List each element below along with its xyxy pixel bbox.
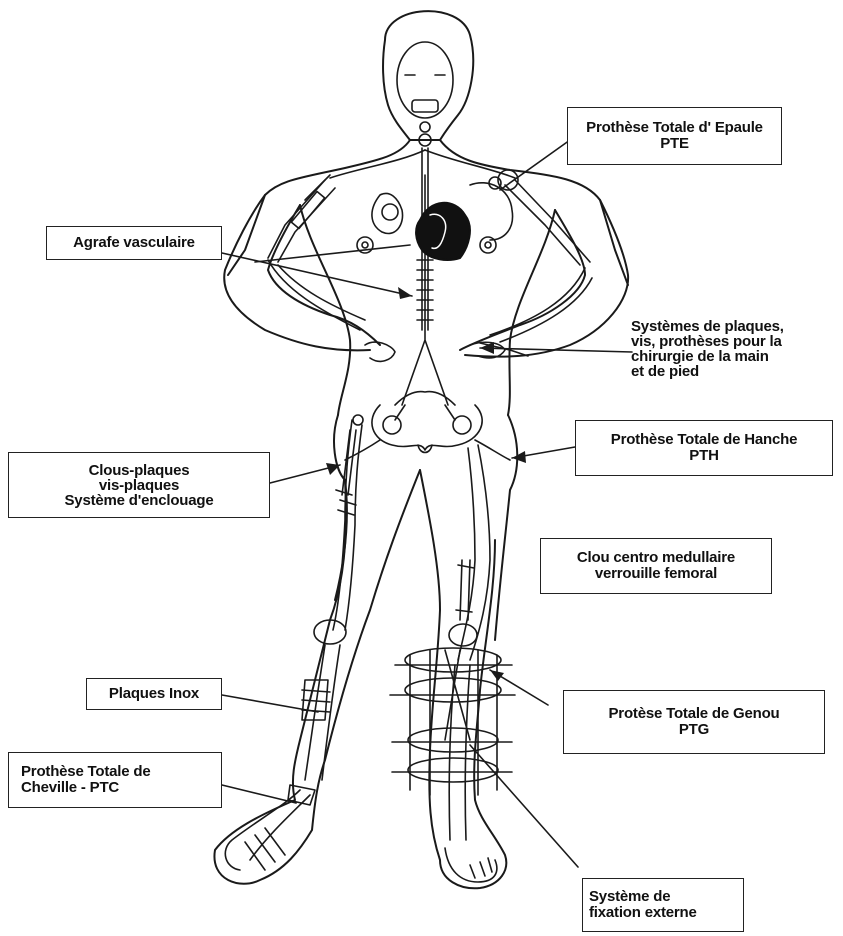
label-clou-centro-line2: verrouille femoral (547, 566, 765, 582)
label-clous: Clous-plaques vis-plaques Système d'encl… (8, 452, 270, 518)
label-plaques-main-line4: et de pied (631, 364, 837, 379)
label-plaques-inox: Plaques Inox (86, 678, 222, 710)
label-clous-line3: Système d'enclouage (15, 493, 263, 508)
label-agrafe-line1: Agrafe vasculaire (53, 235, 215, 251)
label-fixation-line2: fixation externe (589, 905, 737, 921)
label-pte: Prothèse Totale d' Epaule PTE (567, 107, 782, 165)
label-ptc-line2: Cheville - PTC (21, 780, 215, 796)
heart (416, 203, 470, 260)
label-clous-line1: Clous-plaques (15, 463, 263, 478)
label-clou-centro: Clou centro medullaire verrouille femora… (540, 538, 772, 594)
leader-pte (500, 140, 570, 190)
label-ptg-line1: Protèse Totale de Genou (570, 706, 818, 722)
label-pte-line1: Prothèse Totale d' Epaule (574, 120, 775, 136)
label-pth: Prothèse Totale de Hanche PTH (575, 420, 833, 476)
label-fixation-line1: Système de (589, 889, 737, 905)
leader-ptc (222, 785, 296, 803)
label-plaques-main: Systèmes de plaques, vis, prothèses pour… (629, 304, 839, 394)
label-clou-centro-line1: Clou centro medullaire (547, 550, 765, 566)
label-pth-line2: PTH (582, 448, 826, 464)
label-ptc: Prothèse Totale de Cheville - PTC (8, 752, 222, 808)
label-plaques-main-line2: vis, prothèses pour la (631, 334, 837, 349)
label-plaques-inox-line1: Plaques Inox (93, 686, 215, 702)
label-clous-line2: vis-plaques (15, 478, 263, 493)
label-ptc-line1: Prothèse Totale de (21, 764, 215, 780)
leader-agrafe (222, 253, 412, 296)
label-ptg: Protèse Totale de Genou PTG (563, 690, 825, 754)
label-pte-line2: PTE (574, 136, 775, 152)
label-plaques-main-line3: chirurgie de la main (631, 349, 837, 364)
implants (288, 191, 515, 805)
leader-agrafe-2 (255, 245, 410, 262)
label-fixation: Système de fixation externe (582, 878, 744, 932)
label-plaques-main-line1: Systèmes de plaques, (631, 319, 837, 334)
label-ptg-line2: PTG (570, 722, 818, 738)
skeleton (225, 42, 592, 882)
label-agrafe: Agrafe vasculaire (46, 226, 222, 260)
leader-fixation (470, 745, 578, 867)
label-pth-line1: Prothèse Totale de Hanche (582, 432, 826, 448)
